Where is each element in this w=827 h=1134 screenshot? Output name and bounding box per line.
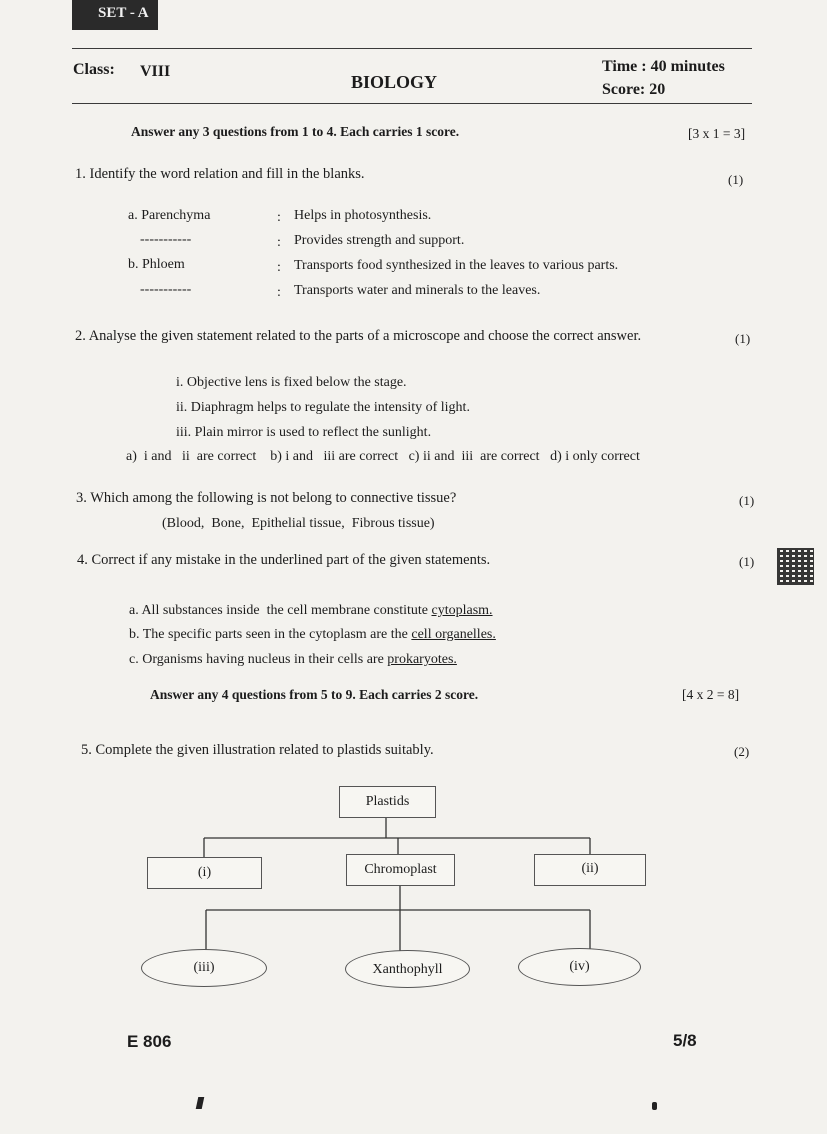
diagram-blank-iv: (iv) bbox=[518, 948, 641, 986]
page-number: 5/8 bbox=[673, 1031, 697, 1050]
q4-item-b: b. The specific parts seen in the cytopl… bbox=[129, 627, 496, 642]
section2-instruction: Answer any 4 questions from 5 to 9. Each… bbox=[150, 687, 479, 702]
score-label: Score: 20 bbox=[602, 81, 666, 98]
q1-row4-right: Transports water and minerals to the lea… bbox=[294, 283, 541, 298]
q1-row4-sep: : bbox=[277, 285, 281, 300]
q1-row3-right: Transports food synthesized in the leave… bbox=[294, 258, 619, 273]
q2-options: a) i and ii are correct b) i and iii are… bbox=[126, 449, 640, 464]
diagram-xanthophyll: Xanthophyll bbox=[345, 950, 470, 988]
q2-score: (1) bbox=[735, 331, 751, 346]
q4-item-c-underlined: prokaryotes. bbox=[387, 652, 457, 667]
q1-row3-sep: : bbox=[277, 260, 281, 275]
q4-item-a: a. All substances inside the cell membra… bbox=[129, 603, 493, 618]
q3-score: (1) bbox=[739, 493, 755, 508]
q4-item-c: c. Organisms having nucleus in their cel… bbox=[129, 652, 457, 667]
diagram-chromoplast: Chromoplast bbox=[346, 854, 455, 886]
header-bottom-rule bbox=[72, 103, 752, 104]
qr-code bbox=[777, 548, 814, 585]
scan-mark-right bbox=[652, 1102, 657, 1110]
class-label: Class: bbox=[73, 61, 115, 78]
q4-item-b-underlined: cell organelles. bbox=[411, 627, 496, 642]
q1-text: 1. Identify the word relation and fill i… bbox=[75, 166, 365, 182]
set-badge: SET - A bbox=[72, 0, 158, 30]
diagram-blank-iii: (iii) bbox=[141, 949, 267, 987]
q2-text: 2. Analyse the given statement related t… bbox=[75, 328, 642, 344]
section1-instruction: Answer any 3 questions from 1 to 4. Each… bbox=[131, 124, 460, 139]
time-label: Time : 40 minutes bbox=[602, 58, 725, 75]
diagram-blank-ii: (ii) bbox=[534, 854, 646, 886]
q2-statement-2: ii. Diaphragm helps to regulate the inte… bbox=[176, 400, 470, 415]
section2-marks: [4 x 2 = 8] bbox=[682, 687, 740, 702]
q1-row1-sep: : bbox=[277, 210, 281, 225]
q1-row1-right: Helps in photosynthesis. bbox=[294, 208, 432, 223]
q3-text: 3. Which among the following is not belo… bbox=[76, 490, 457, 506]
header-top-rule bbox=[72, 48, 752, 49]
diagram-root-plastids: Plastids bbox=[339, 786, 436, 818]
q2-statement-3: iii. Plain mirror is used to reflect the… bbox=[176, 425, 432, 440]
subject-title: BIOLOGY bbox=[351, 72, 438, 92]
q4-item-a-underlined: cytoplasm. bbox=[431, 603, 493, 618]
section1-marks: [3 x 1 = 3] bbox=[688, 126, 746, 141]
diagram-blank-i: (i) bbox=[147, 857, 262, 889]
q1-score: (1) bbox=[728, 172, 744, 187]
q4-text: 4. Correct if any mistake in the underli… bbox=[77, 552, 491, 568]
q1-row2-sep: : bbox=[277, 235, 281, 250]
q1-row2-blank: ----------- bbox=[140, 232, 192, 247]
q1-row3-left: b. Phloem bbox=[128, 257, 185, 272]
q1-row1-left: a. Parenchyma bbox=[128, 208, 211, 223]
q1-row2-right: Provides strength and support. bbox=[294, 233, 465, 248]
q5-score: (2) bbox=[734, 744, 750, 759]
paper-code: E 806 bbox=[127, 1032, 172, 1051]
q4-score: (1) bbox=[739, 554, 755, 569]
q5-text: 5. Complete the given illustration relat… bbox=[81, 742, 434, 758]
q3-choices: (Blood, Bone, Epithelial tissue, Fibrous… bbox=[162, 516, 435, 531]
q1-row4-blank: ----------- bbox=[140, 282, 192, 297]
q2-statement-1: i. Objective lens is fixed below the sta… bbox=[176, 375, 407, 390]
class-value: VIII bbox=[140, 63, 171, 80]
